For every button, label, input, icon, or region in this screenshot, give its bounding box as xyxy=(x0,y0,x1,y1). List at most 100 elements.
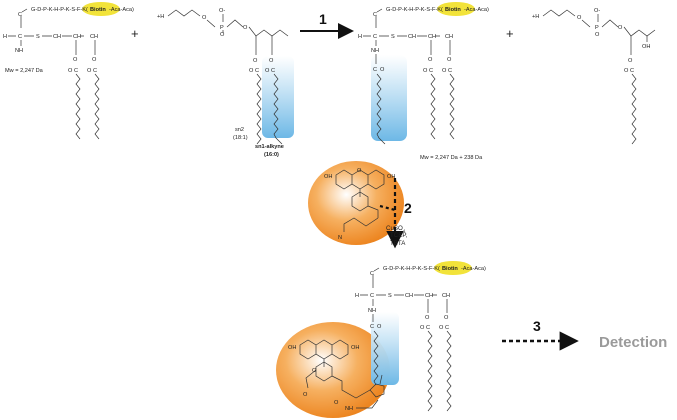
atom-c: C xyxy=(373,67,377,73)
atom-o: O xyxy=(595,32,600,38)
atom-o: O xyxy=(249,68,254,74)
reagent-sub: 4 xyxy=(403,228,406,233)
atom-s: S xyxy=(36,34,40,40)
atom-c: C xyxy=(93,68,97,74)
byproduct-lysophospholipid: +H O O- P O O OH O O C xyxy=(532,8,656,145)
reagent-tbta: TBTA xyxy=(390,240,406,247)
atom-o: O xyxy=(220,32,225,38)
atom-plus-h3n: +H xyxy=(157,14,164,20)
atom-o: O xyxy=(253,58,258,64)
biotin-label: Biotin xyxy=(90,7,106,13)
aca-tail: -Aca-Aca) xyxy=(461,266,486,272)
plus-sign: + xyxy=(506,26,514,41)
atom-p: P xyxy=(595,25,599,31)
atom-c: C xyxy=(429,68,433,74)
atom-oh: OH xyxy=(324,174,332,180)
step-3-arrow: 3 xyxy=(502,318,579,351)
atom-nh: NH xyxy=(371,48,379,54)
atom-o: O xyxy=(425,315,430,321)
atom-o: O xyxy=(428,57,433,63)
atom-c: C xyxy=(426,325,430,331)
atom-o: O xyxy=(312,368,317,374)
atom-o: O xyxy=(423,68,428,74)
sn2-sub: (18:1) xyxy=(233,135,248,141)
atom-ch2: CH xyxy=(442,293,450,299)
atom-n3: N xyxy=(338,235,342,241)
reactant-alkyne-phospholipid: +H O O- O P O O O O C O C sn2 (18:1) sn1… xyxy=(157,8,294,158)
atom-oh: OH xyxy=(351,345,359,351)
atom-o: O xyxy=(87,68,92,74)
atom-o: O xyxy=(420,325,425,331)
atom-s: S xyxy=(391,34,395,40)
atom-c: C xyxy=(373,12,377,18)
atom-o: O xyxy=(334,400,339,406)
atom-nh2: NH xyxy=(15,48,23,54)
atom-c: C xyxy=(445,325,449,331)
biotin-label: Biotin xyxy=(445,7,461,13)
atom-o: O xyxy=(624,68,629,74)
atom-o: O xyxy=(380,67,385,73)
atom-oh: OH xyxy=(642,44,650,50)
atom-oh: OH xyxy=(387,174,395,180)
atom-c: C xyxy=(255,68,259,74)
atom-o: O xyxy=(442,68,447,74)
peptide-sequence: G-D-P-K-H-P-K-S-F-K( xyxy=(31,7,88,13)
alkyne-highlight-product xyxy=(371,55,407,141)
reagent-cuso4: CuSO xyxy=(386,225,403,232)
atom-o: O xyxy=(439,325,444,331)
atom-h: H xyxy=(355,293,359,299)
atom-o: O xyxy=(269,58,274,64)
atom-c: C xyxy=(370,324,374,330)
mw-left: Mw = 2,247 Da xyxy=(5,68,44,74)
atom-c: C xyxy=(370,271,374,277)
fluorophore-highlight xyxy=(308,161,404,245)
step-3-number: 3 xyxy=(533,318,541,334)
atom-c: C xyxy=(74,68,78,74)
alkyne-label: sn1-alkyne xyxy=(255,144,284,150)
atom-o: O xyxy=(243,25,248,31)
peptide-sequence: G-D-P-K-H-P-K-S-F-K( xyxy=(383,266,440,272)
fluorophore-highlight-product xyxy=(276,322,390,418)
biotin-highlight-labeled xyxy=(434,261,472,275)
atom-h: H xyxy=(3,34,7,40)
atom-nh: NH xyxy=(368,308,376,314)
atom-o: O xyxy=(92,57,97,63)
atom-o: O xyxy=(377,324,382,330)
plus-sign: + xyxy=(131,26,139,41)
detection-label: Detection xyxy=(599,334,667,351)
atom-plus-h3n: +H xyxy=(532,14,539,20)
atom-o: O xyxy=(357,168,362,174)
atom-o-minus: O- xyxy=(594,8,600,14)
atom-ch2: CH xyxy=(53,34,61,40)
alkyne-sub: (16:0) xyxy=(264,152,279,158)
aca-tail: -Aca-Aca) xyxy=(109,7,134,13)
atom-o: O xyxy=(202,15,207,21)
step-1-arrow: 1 xyxy=(300,11,354,39)
atom-o: O xyxy=(444,315,449,321)
atom-c: C xyxy=(370,293,374,299)
atom-c: C xyxy=(448,68,452,74)
atom-ch2: CH xyxy=(408,34,416,40)
atom-s: S xyxy=(388,293,392,299)
step-1-number: 1 xyxy=(319,11,327,27)
atom-c: C xyxy=(630,68,634,74)
atom-ch: CH xyxy=(428,34,436,40)
atom-ch2: CH xyxy=(445,34,453,40)
alkyne-highlight-labeled xyxy=(371,312,399,385)
biotin-highlight-product xyxy=(437,2,475,16)
aca-tail: -Aca-Aca) xyxy=(464,7,489,13)
labeled-product: G-D-P-K-H-P-K-S-F-K( Biotin -Aca-Aca) C … xyxy=(276,261,486,418)
atom-o: O xyxy=(577,15,582,21)
atom-c: C xyxy=(271,68,275,74)
atom-ch: CH xyxy=(425,293,433,299)
atom-o: O xyxy=(73,57,78,63)
atom-o-minus: O- xyxy=(219,8,225,14)
atom-c: C xyxy=(18,12,22,18)
biotin-highlight xyxy=(82,2,120,16)
atom-ch2: CH xyxy=(405,293,413,299)
biotin-label: Biotin xyxy=(442,266,458,272)
reactant-peptide-lipid: G-D-P-K-H-P-K-S-F-K( Biotin -Aca-Aca) C … xyxy=(3,2,134,140)
step-2-arrow: 2 CuSO 4 TCEP, TBTA xyxy=(379,178,412,249)
alkyne-highlight xyxy=(262,56,294,138)
